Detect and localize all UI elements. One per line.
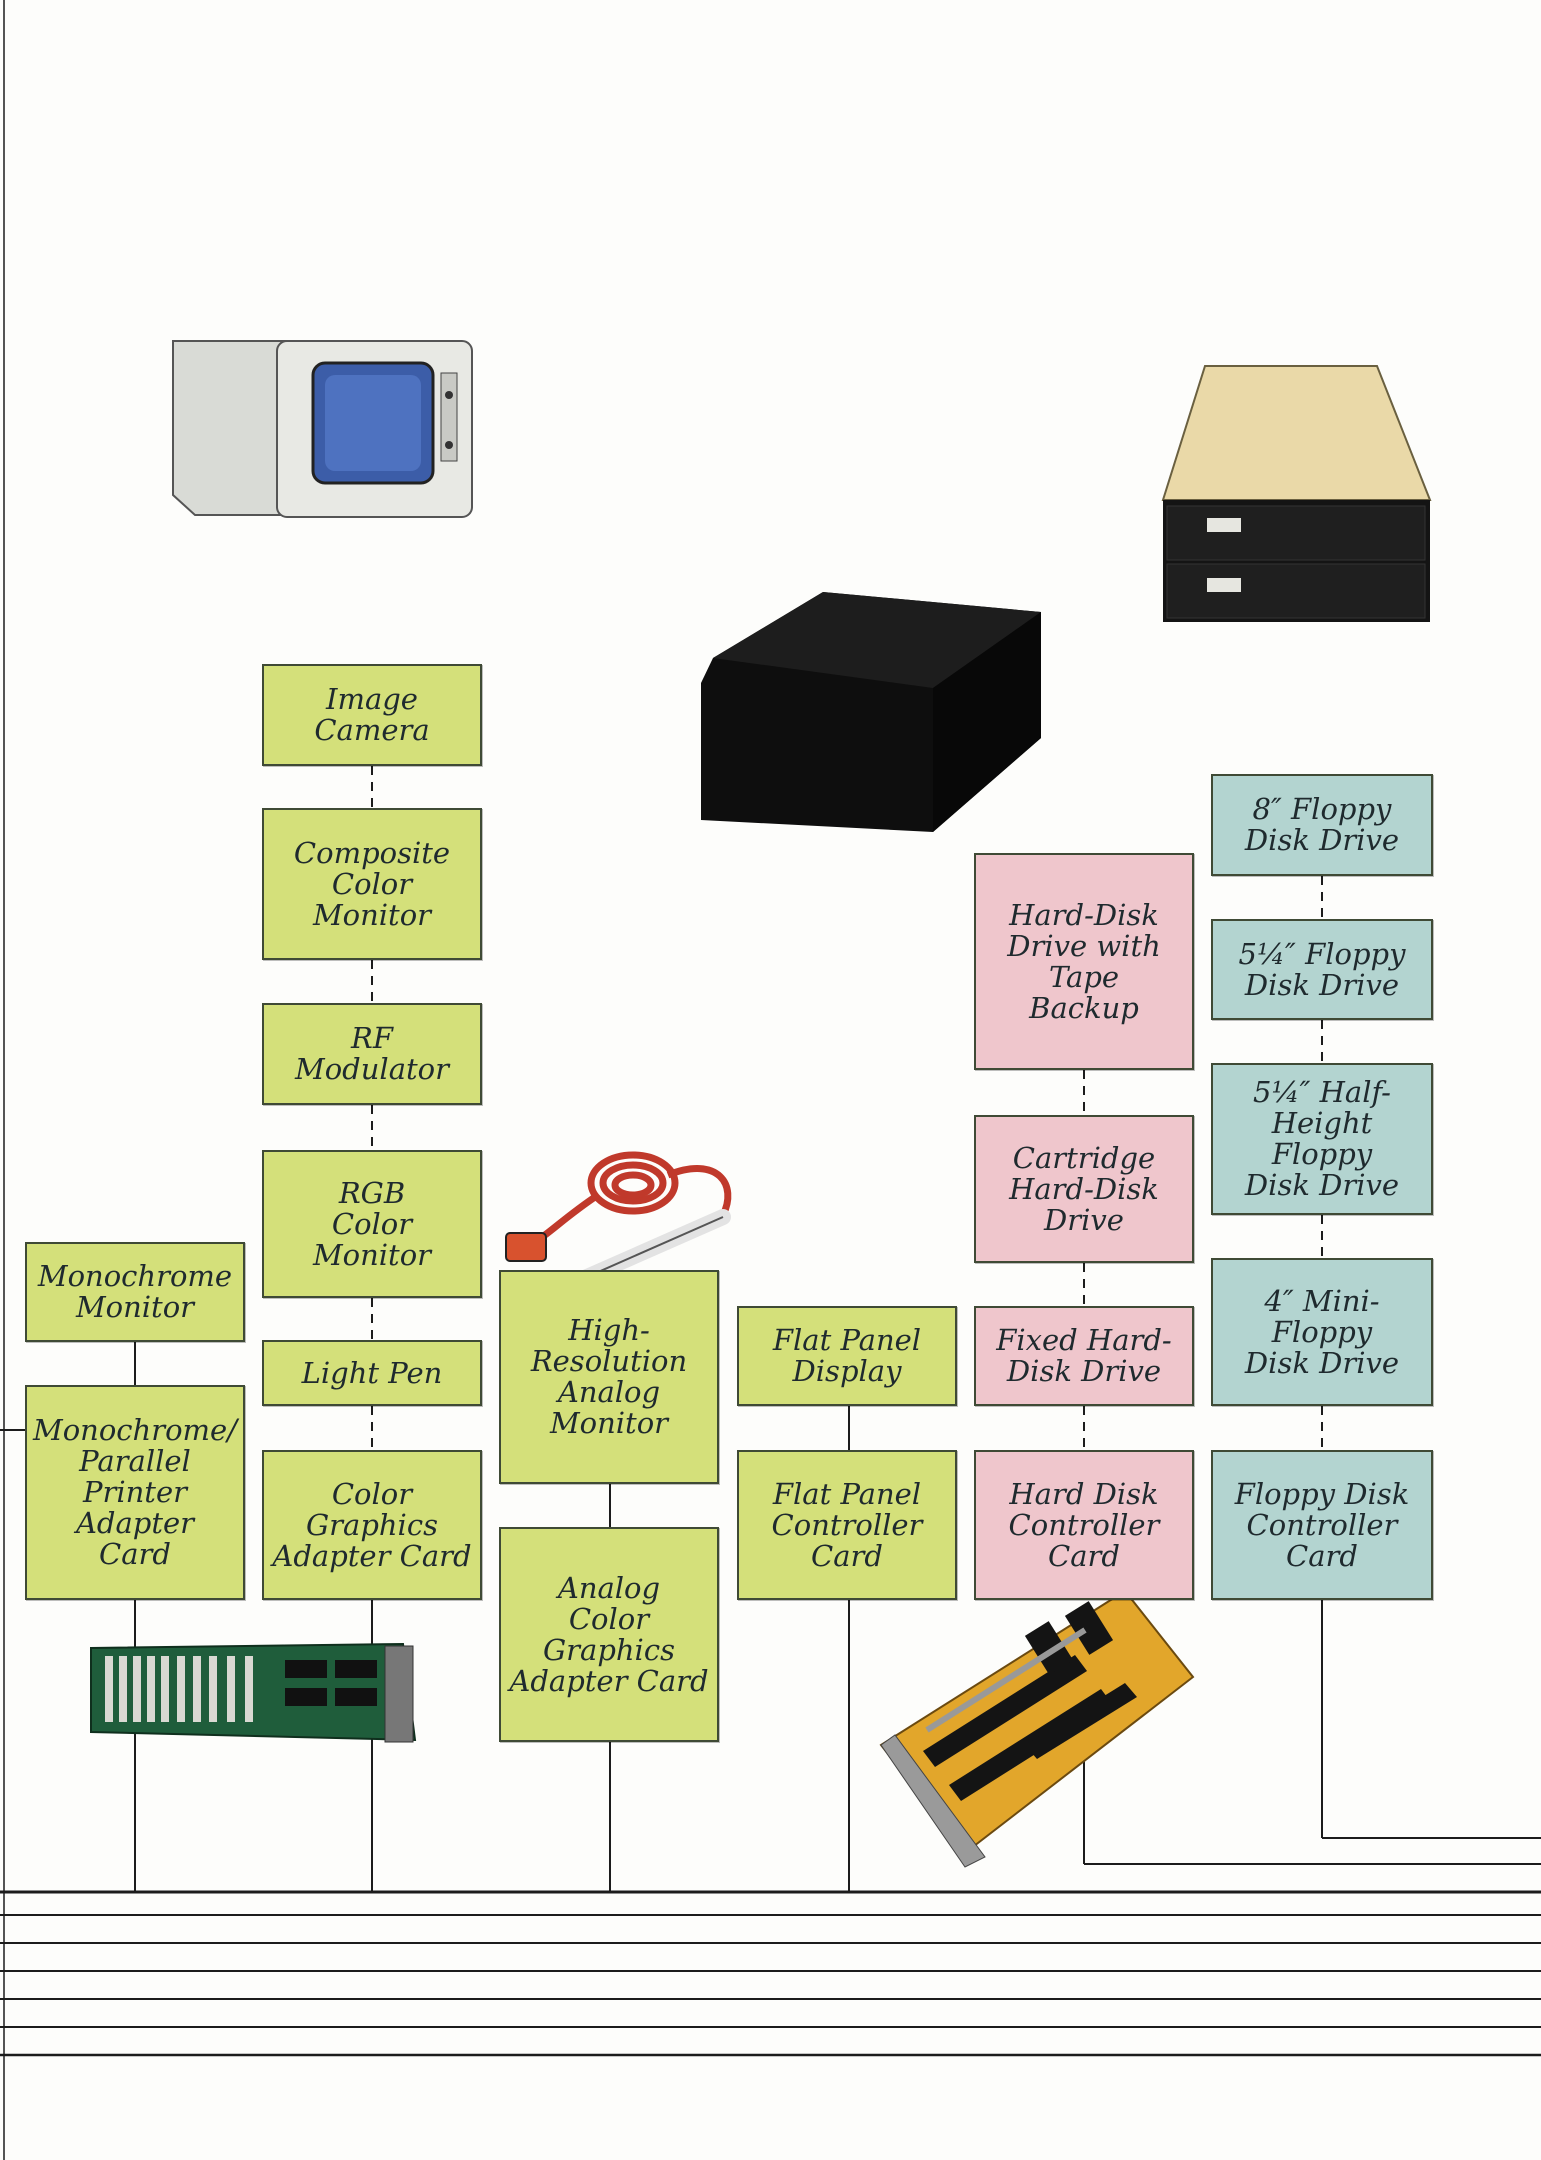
- flat-panel-controller-card-label: Flat Panel Controller Card: [771, 1476, 923, 1573]
- hard-disk-drive-tape-backup-box: Hard-Disk Drive with Tape Backup: [974, 853, 1194, 1070]
- flat-panel-display-box: Flat Panel Display: [737, 1306, 957, 1406]
- adapter-card-illustration: [90, 1642, 417, 1743]
- monochrome-monitor-label: Monochrome Monitor: [37, 1259, 233, 1324]
- high-resolution-analog-monitor-box: High- Resolution Analog Monitor: [499, 1270, 719, 1484]
- monochrome-parallel-printer-adapter-card-box: Monochrome/ Parallel Printer Adapter Car…: [25, 1385, 245, 1600]
- fixed-hard-disk-drive-label: Fixed Hard- Disk Drive: [996, 1323, 1172, 1388]
- cartridge-hard-disk-drive-label: Cartridge Hard-Disk Drive: [1009, 1140, 1159, 1237]
- hard-disk-unit-illustration: [701, 592, 1041, 832]
- light-pen-box: Light Pen: [262, 1340, 482, 1406]
- rf-modulator-box: RF Modulator: [262, 1003, 482, 1105]
- image-camera-box: Image Camera: [262, 664, 482, 766]
- rgb-color-monitor-label: RGB Color Monitor: [312, 1175, 432, 1272]
- fixed-hard-disk-drive-box: Fixed Hard- Disk Drive: [974, 1306, 1194, 1406]
- light-pen-label: Light Pen: [301, 1355, 443, 1390]
- floppy-4-inch-mini-label: 4″ Mini- Floppy Disk Drive: [1244, 1283, 1400, 1380]
- rgb-color-monitor-box: RGB Color Monitor: [262, 1150, 482, 1298]
- floppy-4-inch-mini-box: 4″ Mini- Floppy Disk Drive: [1211, 1258, 1433, 1406]
- rf-modulator-label: RF Modulator: [295, 1021, 449, 1086]
- analog-color-graphics-adapter-card-box: Analog Color Graphics Adapter Card: [499, 1527, 719, 1742]
- color-graphics-adapter-card-label: Color Graphics Adapter Card: [272, 1476, 472, 1573]
- composite-color-monitor-label: Composite Color Monitor: [293, 835, 451, 932]
- cartridge-hard-disk-drive-box: Cartridge Hard-Disk Drive: [974, 1115, 1194, 1263]
- dual-floppy-drive-illustration: [1161, 365, 1432, 622]
- floppy-8-inch-box: 8″ Floppy Disk Drive: [1211, 774, 1433, 876]
- hard-disk-controller-card-label: Hard Disk Controller Card: [1008, 1476, 1160, 1573]
- flat-panel-controller-card-box: Flat Panel Controller Card: [737, 1450, 957, 1600]
- floppy-5-quarter-half-height-box: 5¼″ Half- Height Floppy Disk Drive: [1211, 1063, 1433, 1215]
- floppy-5-quarter-half-height-label: 5¼″ Half- Height Floppy Disk Drive: [1244, 1075, 1400, 1202]
- floppy-disk-controller-card-box: Floppy Disk Controller Card: [1211, 1450, 1433, 1600]
- monochrome-monitor-box: Monochrome Monitor: [25, 1242, 245, 1342]
- hard-disk-controller-card-box: Hard Disk Controller Card: [974, 1450, 1194, 1600]
- high-resolution-analog-monitor-label: High- Resolution Analog Monitor: [530, 1313, 688, 1440]
- hard-disk-drive-tape-backup-label: Hard-Disk Drive with Tape Backup: [1007, 897, 1161, 1025]
- monochrome-monitor-illustration: [172, 340, 473, 518]
- flat-panel-display-label: Flat Panel Display: [772, 1323, 922, 1388]
- color-graphics-adapter-card-box: Color Graphics Adapter Card: [262, 1450, 482, 1600]
- floppy-5-quarter-label: 5¼″ Floppy Disk Drive: [1238, 936, 1406, 1002]
- floppy-5-quarter-box: 5¼″ Floppy Disk Drive: [1211, 919, 1433, 1020]
- floppy-8-inch-label: 8″ Floppy Disk Drive: [1244, 792, 1400, 857]
- floppy-disk-controller-card-label: Floppy Disk Controller Card: [1234, 1476, 1410, 1573]
- composite-color-monitor-box: Composite Color Monitor: [262, 808, 482, 960]
- monochrome-parallel-printer-adapter-card-label: Monochrome/ Parallel Printer Adapter Car…: [33, 1413, 237, 1571]
- analog-color-graphics-adapter-card-label: Analog Color Graphics Adapter Card: [509, 1570, 709, 1698]
- controller-card-illustration: [879, 1589, 1195, 1868]
- image-camera-label: Image Camera: [314, 682, 430, 747]
